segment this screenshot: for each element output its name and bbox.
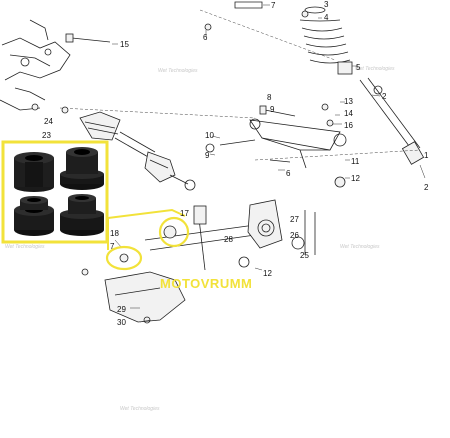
watermark: Wet Technologies bbox=[158, 68, 198, 74]
nut bbox=[321, 103, 329, 111]
callout-10: 10 bbox=[205, 131, 214, 140]
callout-6: 6 bbox=[203, 33, 208, 42]
callout-15: 15 bbox=[120, 40, 129, 49]
callout-27: 27 bbox=[290, 215, 299, 224]
callout-labels: 15 6 7 3 4 5 2 1 2 8 9 13 14 16 11 12 10… bbox=[42, 0, 429, 327]
callout-28: 28 bbox=[224, 235, 233, 244]
callout-7-lower: 7 bbox=[110, 242, 115, 251]
bushing-icon bbox=[14, 196, 54, 236]
callout-23: 23 bbox=[42, 131, 51, 140]
watermark: Wet Technologies bbox=[120, 406, 160, 412]
callout-2: 2 bbox=[382, 92, 387, 101]
skid-guard bbox=[104, 271, 186, 324]
callout-9: 9 bbox=[270, 105, 275, 114]
highlight-circle bbox=[105, 245, 143, 271]
nut bbox=[326, 119, 334, 127]
callout-1: 1 bbox=[424, 151, 429, 160]
callout-11: 11 bbox=[351, 157, 360, 166]
guide-line bbox=[59, 107, 256, 119]
leader-lines bbox=[112, 4, 426, 323]
ball-joint bbox=[334, 176, 346, 188]
callout-5: 5 bbox=[356, 63, 361, 72]
callout-26: 26 bbox=[290, 231, 299, 240]
bolt-set bbox=[205, 105, 296, 163]
callout-3: 3 bbox=[324, 0, 329, 9]
callout-7: 7 bbox=[271, 1, 276, 10]
shock-absorber bbox=[234, 1, 425, 165]
callout-18: 18 bbox=[110, 229, 119, 238]
watermark: Wet Technologies bbox=[340, 244, 380, 250]
watermark: Wet Technologies bbox=[5, 244, 45, 250]
callout-13: 13 bbox=[344, 97, 353, 106]
lower-a-arm bbox=[119, 199, 316, 271]
callout-25: 25 bbox=[300, 251, 309, 260]
upper-a-arm bbox=[249, 118, 347, 169]
bolt-long bbox=[65, 33, 111, 43]
callout-16: 16 bbox=[344, 121, 353, 130]
bushing-icon bbox=[14, 152, 54, 192]
callout-24: 24 bbox=[44, 117, 53, 126]
highlight-link bbox=[107, 208, 186, 219]
nut bbox=[204, 23, 212, 31]
highlight-circle bbox=[158, 216, 190, 248]
callout-12: 12 bbox=[351, 174, 360, 183]
guide-line bbox=[254, 149, 421, 161]
callout-17: 17 bbox=[180, 209, 189, 218]
callout-9-lower: 9 bbox=[205, 151, 210, 160]
washer bbox=[301, 10, 309, 18]
drive-axle bbox=[79, 111, 196, 191]
bushing-icon bbox=[60, 147, 104, 190]
washer bbox=[61, 106, 69, 114]
callout-14: 14 bbox=[344, 109, 353, 118]
bushing-inset bbox=[1, 140, 109, 244]
nut bbox=[31, 103, 39, 111]
watermark: Wet Technologies bbox=[355, 66, 395, 72]
callout-4: 4 bbox=[324, 13, 329, 22]
callout-12-lower: 12 bbox=[263, 269, 272, 278]
callout-8: 8 bbox=[267, 93, 272, 102]
callout-6-lower: 6 bbox=[286, 169, 291, 178]
callout-30: 30 bbox=[117, 318, 126, 327]
brand-label: MOTOVRUMM bbox=[160, 276, 252, 291]
guide-line bbox=[199, 9, 336, 61]
bushing-icon bbox=[60, 194, 104, 236]
frame-assembly bbox=[0, 19, 71, 111]
grease-fitting bbox=[81, 268, 89, 276]
callout-2-lower: 2 bbox=[424, 183, 429, 192]
callout-29: 29 bbox=[117, 305, 126, 314]
